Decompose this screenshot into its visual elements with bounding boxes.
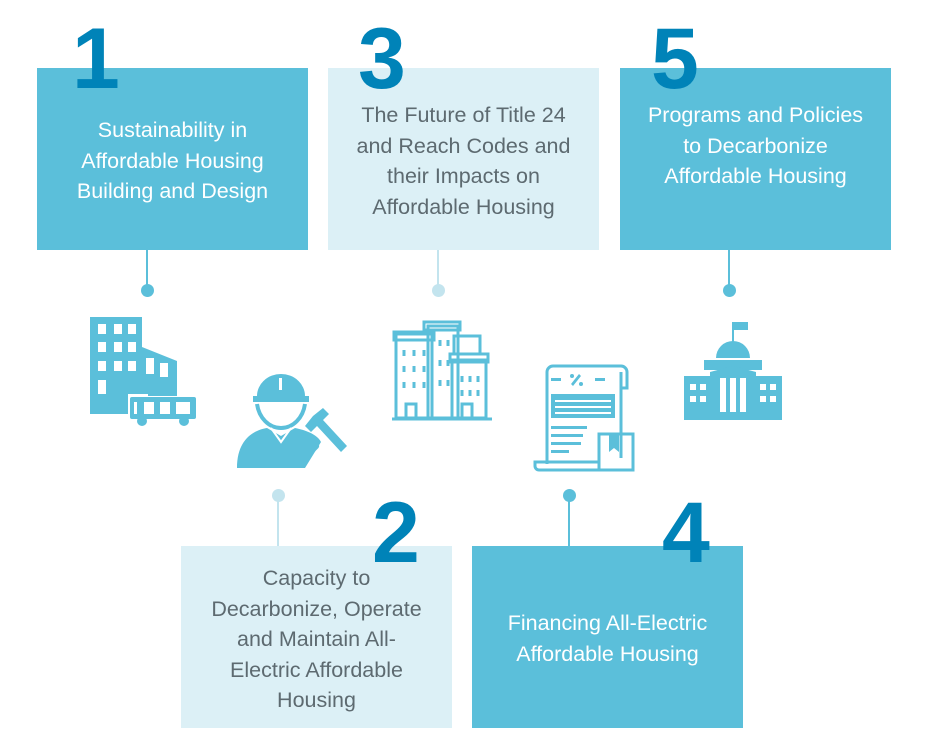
connector-dot-4 [563, 489, 576, 502]
connector-4 [568, 496, 570, 546]
office-building-icon [90, 317, 196, 426]
step-4-number: 4 [662, 485, 710, 581]
step-5-number: 5 [651, 11, 699, 107]
connector-1 [146, 250, 148, 288]
step-5-box: Programs and Policies to Decarbonize Aff… [620, 68, 891, 250]
connector-dot-3 [432, 284, 445, 297]
step-2-number: 2 [372, 485, 420, 581]
connector-dot-1 [141, 284, 154, 297]
step-1-title: Sustainability in Affordable Housing Bui… [76, 118, 269, 203]
connector-2 [277, 496, 279, 546]
step-2-title: Capacity to Decarbonize, Operate and Mai… [211, 566, 422, 712]
step-3-title: The Future of Title 24 and Reach Codes a… [356, 103, 571, 219]
connector-dot-5 [723, 284, 736, 297]
step-1-box: Sustainability in Affordable Housing Bui… [37, 68, 308, 250]
finance-document-icon [533, 364, 635, 472]
step-4-title: Financing All-Electric Affordable Housin… [507, 611, 708, 666]
step-1-number: 1 [72, 11, 120, 107]
connector-3 [437, 250, 439, 288]
worker-tools-icon [237, 374, 347, 468]
step-5-title: Programs and Policies to Decarbonize Aff… [647, 103, 864, 188]
step-3-number: 3 [358, 11, 406, 107]
connector-5 [728, 250, 730, 288]
connector-dot-2 [272, 489, 285, 502]
step-3-box: The Future of Title 24 and Reach Codes a… [328, 68, 599, 250]
city-buildings-icon [392, 320, 492, 421]
step-4-box: Financing All-Electric Affordable Housin… [472, 546, 743, 728]
step-2-box: Capacity to Decarbonize, Operate and Mai… [181, 546, 452, 728]
capitol-building-icon [684, 322, 782, 420]
